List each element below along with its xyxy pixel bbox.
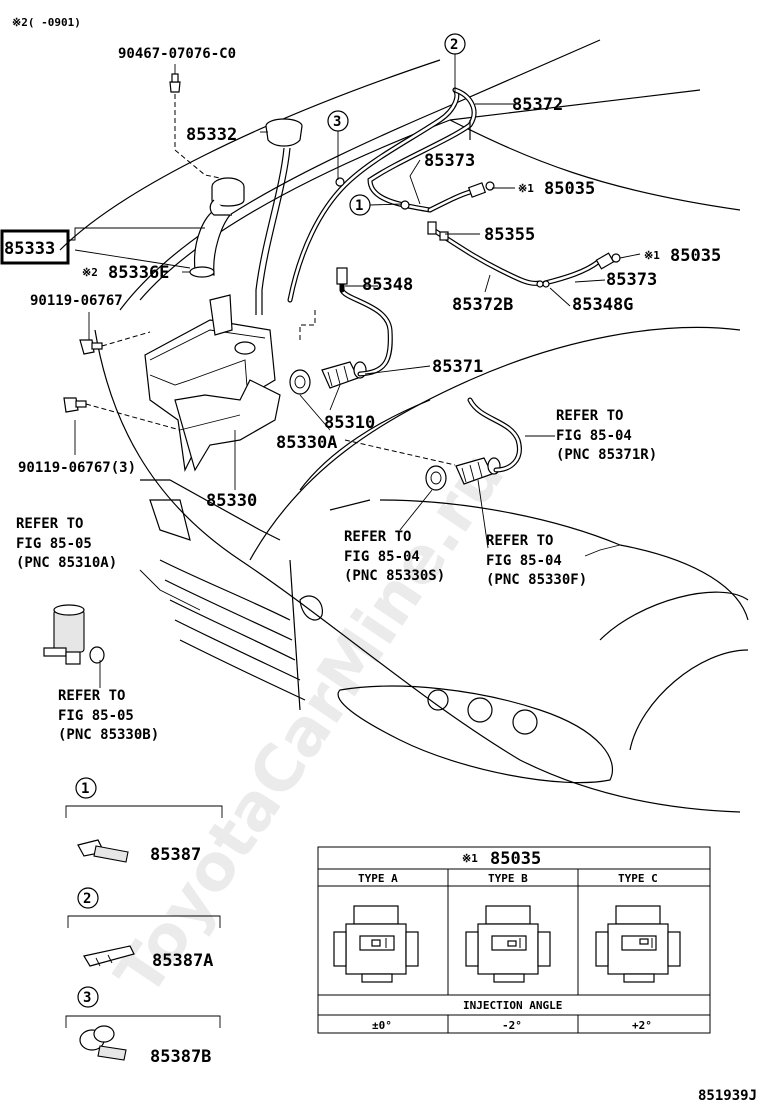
washer-tank	[144, 294, 281, 472]
clamp-marker-1: 1	[349, 194, 403, 216]
label-check-valve: 85348	[362, 275, 413, 295]
hoses	[287, 87, 601, 473]
svg-text:REFER TO: REFER TO	[556, 408, 623, 424]
svg-text:REFER TO: REFER TO	[344, 529, 411, 545]
label-joint2: 85373	[606, 270, 657, 290]
svg-text:3: 3	[83, 990, 91, 1006]
svg-text:3: 3	[333, 114, 341, 130]
label-nozzle2: 85035	[670, 246, 721, 266]
vehicle-body-outline	[59, 39, 749, 813]
nozzle-type-table: ※1 85035 TYPE A TYPE B TYPE C INJECTION …	[317, 846, 711, 1034]
label-inlet: 85333	[4, 239, 55, 259]
label-hose-main: 85371	[432, 357, 483, 377]
tee-joint	[427, 221, 449, 241]
svg-text:85387B: 85387B	[150, 1047, 211, 1067]
grommet	[289, 369, 311, 395]
refer-note-85330S: REFER TO FIG 85-04 (PNC 85330S)	[344, 529, 445, 584]
label-joint1: 85373	[424, 151, 475, 171]
svg-text:(PNC 85371R): (PNC 85371R)	[556, 447, 657, 463]
header-note: ※2( -0901)	[12, 16, 81, 29]
clamp-marker-3: 3	[327, 110, 349, 180]
svg-text:FIG 85-04: FIG 85-04	[556, 428, 632, 444]
rear-pump-motor	[43, 604, 105, 665]
label-tee: 85355	[484, 225, 535, 245]
label-hose-b: 85372B	[452, 295, 513, 315]
figure-id: 851939J	[698, 1088, 757, 1104]
svg-text:FIG 85-05: FIG 85-05	[16, 536, 92, 552]
filler-cap	[255, 118, 303, 315]
label-tank: 85330	[206, 491, 257, 511]
clamp-legend-2: 2 85387A	[67, 887, 221, 971]
nozzle-type-b-drawing	[465, 905, 551, 983]
angle-b: -2°	[502, 1019, 522, 1032]
svg-text:1: 1	[355, 198, 363, 214]
angle-c: +2°	[632, 1019, 652, 1032]
label-valve-g: 85348G	[572, 295, 633, 315]
highlight-box	[0, 229, 70, 265]
refer-note-85310A: REFER TO FIG 85-05 (PNC 85310A)	[16, 516, 117, 571]
clamp-marker-2: 2	[444, 33, 466, 92]
svg-text:1: 1	[81, 781, 89, 797]
svg-text:(PNC 85330F): (PNC 85330F)	[486, 572, 587, 588]
label-nozzle1-mark: ※1	[518, 182, 534, 195]
svg-text:FIG 85-04: FIG 85-04	[344, 549, 420, 565]
bolt-lower	[63, 397, 87, 413]
inlet-neck	[193, 177, 245, 276]
leader-lines	[68, 64, 641, 688]
svg-text:(PNC 85310A): (PNC 85310A)	[16, 555, 117, 571]
svg-text:(PNC 85330S): (PNC 85330S)	[344, 568, 445, 584]
angle-a: ±0°	[372, 1019, 392, 1032]
washer-motor	[321, 361, 367, 389]
nozzle-type-a-drawing	[333, 905, 419, 983]
label-bolt-top: 90467-07076-C0	[118, 46, 236, 62]
svg-text:REFER TO: REFER TO	[16, 516, 83, 532]
svg-text:85387: 85387	[150, 845, 201, 865]
angle-header: INJECTION ANGLE	[463, 999, 562, 1012]
svg-text:2: 2	[83, 891, 91, 907]
svg-text:FIG 85-04: FIG 85-04	[486, 553, 562, 569]
nozzle-upper	[467, 181, 495, 198]
gasket	[189, 266, 215, 278]
label-cap: 85332	[186, 125, 237, 145]
type-c-header: TYPE C	[618, 872, 658, 885]
label-gasket-mark: ※2	[82, 266, 98, 279]
clamp-legend-1: 1 85387	[65, 777, 223, 865]
table-title-mark: ※1	[462, 852, 478, 865]
label-hose-upper: 85372	[512, 95, 563, 115]
label-nozzle1: 85035	[544, 179, 595, 199]
svg-text:FIG 85-05: FIG 85-05	[58, 708, 134, 724]
svg-text:2: 2	[450, 37, 458, 53]
label-nozzle2-mark: ※1	[644, 249, 660, 262]
svg-text:85387A: 85387A	[152, 951, 213, 971]
bolt-upper	[79, 339, 103, 355]
clamp-legend-3: 3 85387B	[65, 986, 221, 1067]
nozzle-lower	[595, 252, 621, 270]
svg-text:REFER TO: REFER TO	[486, 533, 553, 549]
rear-grommet	[425, 465, 447, 491]
svg-text:REFER TO: REFER TO	[58, 688, 125, 704]
label-bolt2: 90119-06767(3)	[18, 460, 136, 476]
refer-note-85330B: REFER TO FIG 85-05 (PNC 85330B)	[58, 688, 159, 743]
label-pump: 85310	[324, 413, 375, 433]
label-grommet: 85330A	[276, 433, 337, 453]
top-bolt	[169, 73, 181, 93]
label-bolt1: 90119-06767	[30, 293, 123, 309]
refer-note-85330F: REFER TO FIG 85-04 (PNC 85330F)	[486, 533, 587, 588]
type-a-header: TYPE A	[358, 872, 398, 885]
table-title: 85035	[490, 849, 541, 869]
type-b-header: TYPE B	[488, 872, 528, 885]
refer-note-85371R: REFER TO FIG 85-04 (PNC 85371R)	[556, 408, 657, 463]
label-gasket: 85336E	[108, 263, 169, 283]
svg-text:(PNC 85330B): (PNC 85330B)	[58, 727, 159, 743]
nozzle-type-c-drawing	[595, 905, 681, 983]
joint-marks	[335, 177, 550, 288]
